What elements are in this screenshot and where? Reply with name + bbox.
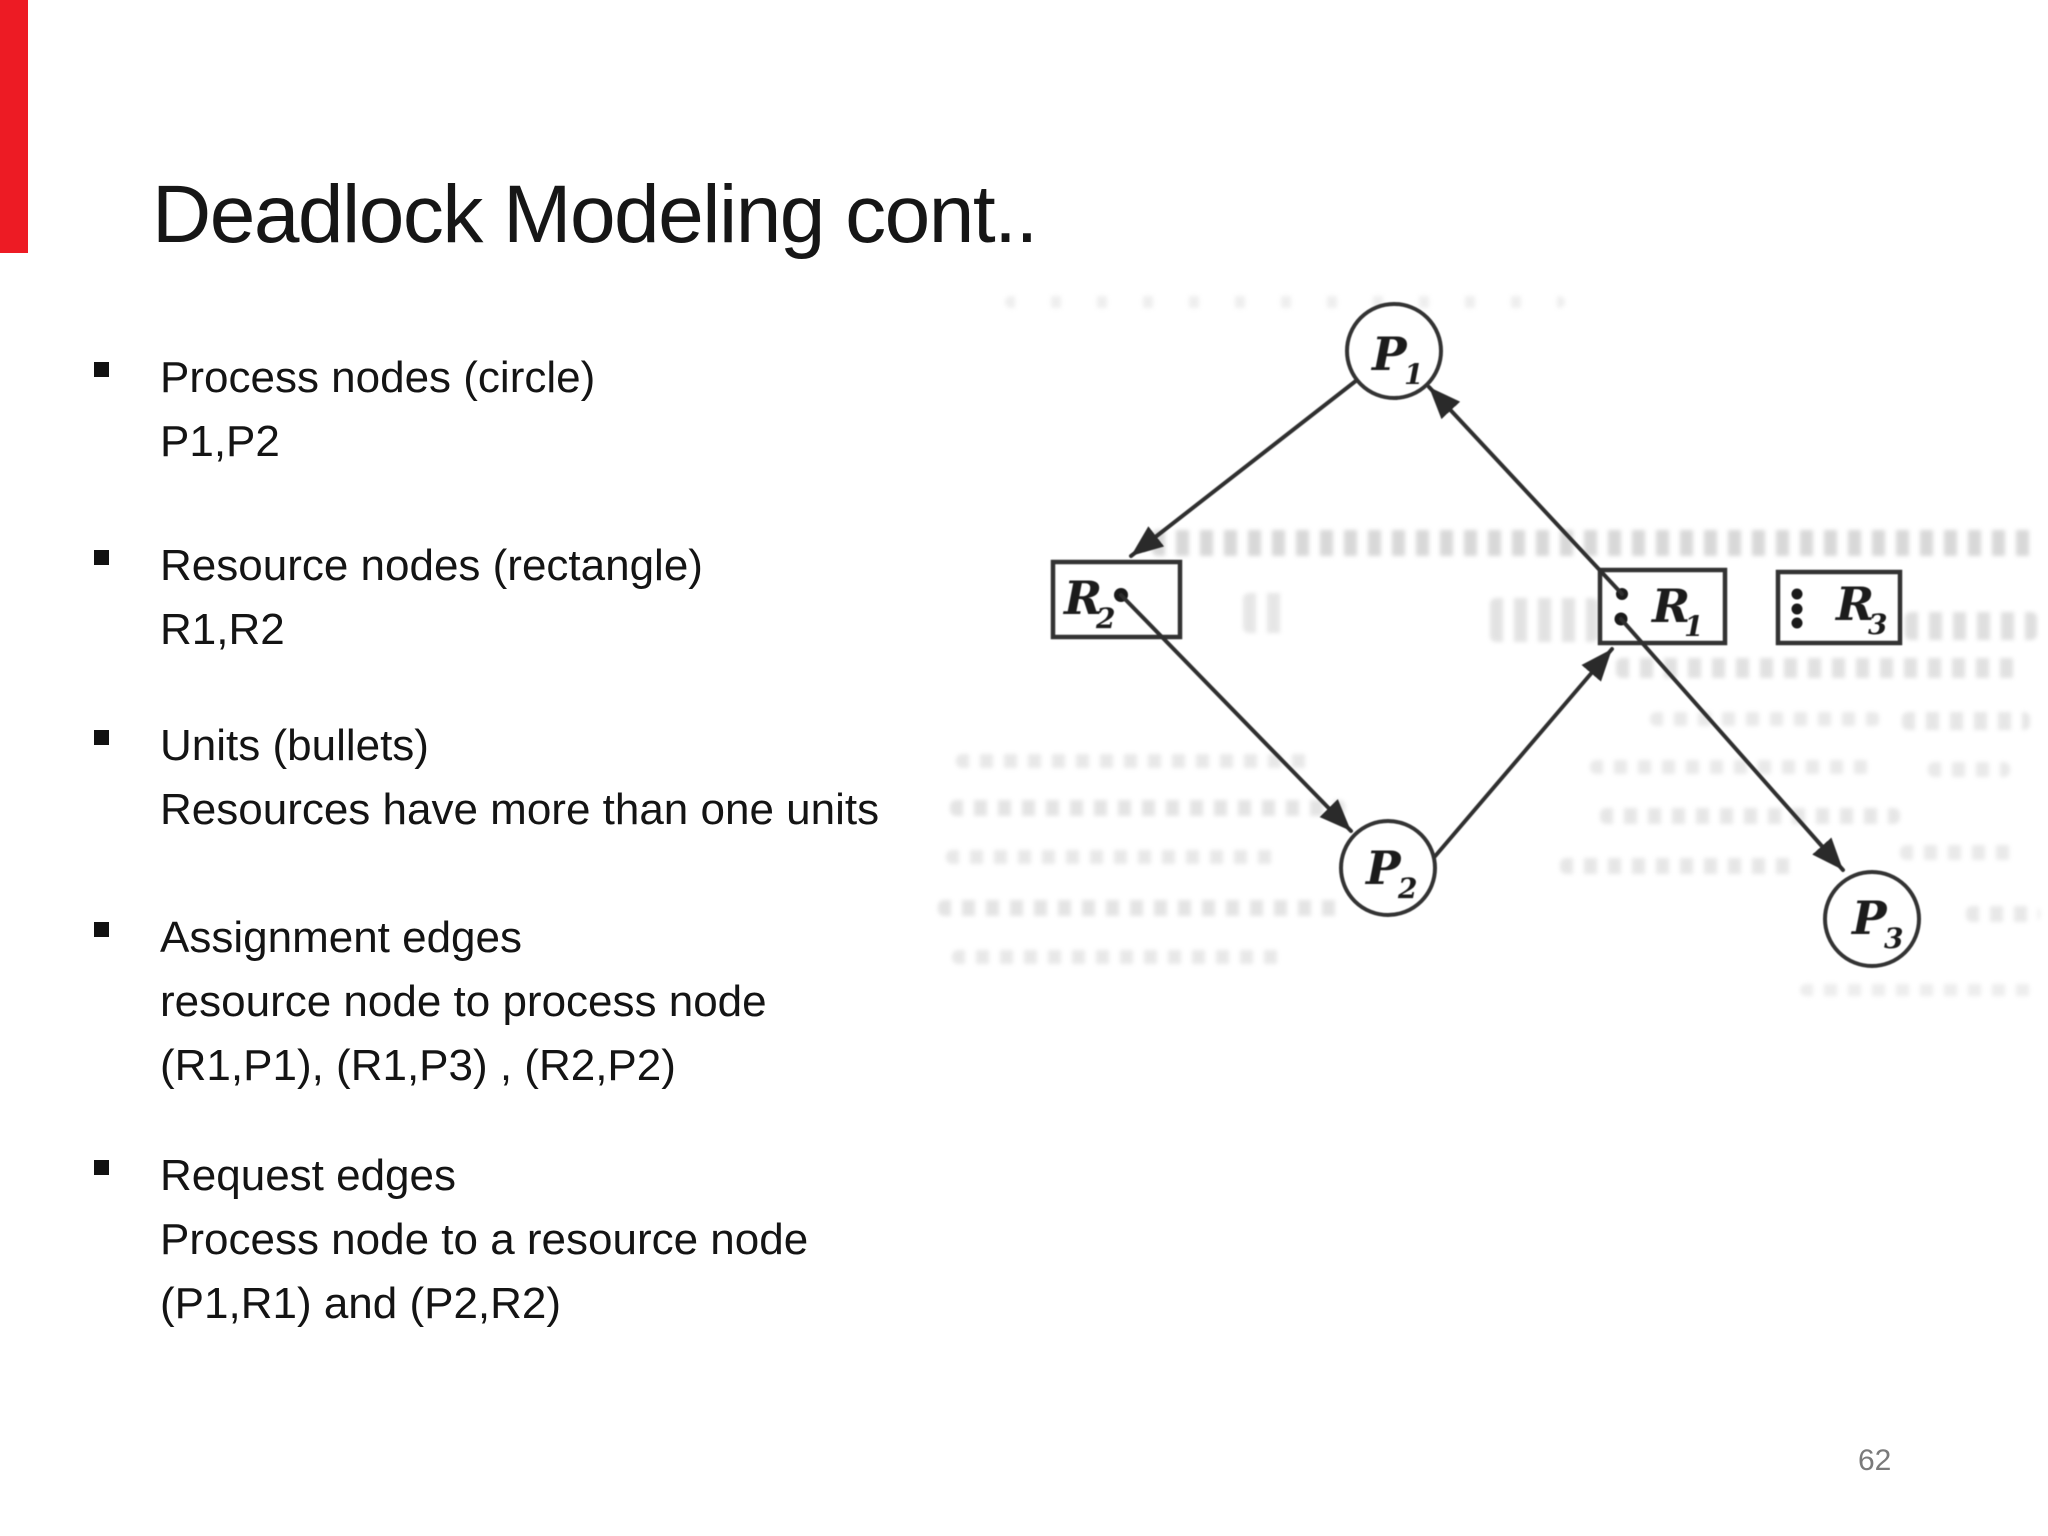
- bullet-line: Request edges: [160, 1151, 456, 1200]
- bullet-line: Units (bullets): [160, 721, 429, 770]
- bullet-square-icon: [94, 362, 109, 377]
- scan-artifact: [1902, 712, 2030, 730]
- page-title: Deadlock Modeling cont..: [152, 169, 1038, 260]
- node-r2-label: R: [1062, 571, 1102, 625]
- scan-artifact: [1152, 530, 2040, 556]
- bullet-item: Assignment edges resource node to proces…: [92, 906, 1012, 1098]
- scan-artifact: [1900, 845, 2020, 860]
- scan-artifact: [1966, 906, 2040, 922]
- node-r3-label: R: [1834, 577, 1874, 631]
- scan-artifact: [1600, 808, 1900, 824]
- bullet-line: Resource nodes (rectangle): [160, 541, 703, 590]
- unit-dot-r3-c: [1791, 617, 1803, 629]
- scan-artifact: [1005, 296, 1565, 308]
- bullet-line: Process node to a resource node: [160, 1215, 809, 1264]
- node-p2-circle: [1339, 819, 1437, 917]
- node-r1-sub: 1: [1684, 610, 1703, 643]
- scan-artifact: [956, 754, 1316, 768]
- edge-r1-p1: [1427, 385, 1624, 596]
- bullet-square-icon: [94, 550, 109, 565]
- scan-artifact: [946, 850, 1281, 864]
- bullet-item: Process nodes (circle) P1,P2: [92, 346, 1012, 474]
- unit-dot-r3-a: [1791, 588, 1803, 600]
- node-r1-label: R: [1650, 579, 1690, 633]
- bullet-line: R1,R2: [160, 605, 285, 654]
- edge-r2-p2: [1119, 593, 1353, 833]
- node-r2-sub: 2: [1095, 602, 1115, 635]
- node-p3-circle: [1823, 870, 1921, 968]
- scan-artifact: [938, 900, 1343, 916]
- node-p1-sub: 1: [1404, 358, 1423, 391]
- bullet-line: (P1,R1) and (P2,R2): [160, 1279, 562, 1328]
- bullet-item: Resource nodes (rectangle) R1,R2: [92, 534, 1012, 662]
- scan-artifact: [1616, 658, 2016, 678]
- scan-artifact: [1905, 612, 2037, 640]
- node-p2-label: P: [1364, 841, 1402, 895]
- bullet-item: Units (bullets) Resources have more than…: [92, 714, 1012, 842]
- bullet-line: P1,P2: [160, 417, 280, 466]
- scan-artifact: [1243, 593, 1288, 633]
- bullet-line: resource node to process node: [160, 977, 767, 1026]
- bullet-list: Process nodes (circle) P1,P2 Resource no…: [92, 346, 1012, 1336]
- edge-p1-r2: [1129, 378, 1359, 558]
- bullet-line: Resources have more than one units: [160, 785, 880, 834]
- bullet-item: Request edges Process node to a resource…: [92, 1144, 1012, 1336]
- scan-artifact: [1800, 984, 2040, 996]
- resource-allocation-graph: P 1 P 2 P 3 R 2 R 1 R 3: [1050, 302, 1921, 968]
- edge-p2-r1: [1429, 647, 1614, 863]
- scan-artifact: [1560, 858, 1800, 874]
- node-p2-sub: 2: [1397, 872, 1417, 905]
- node-r3-sub: 3: [1868, 608, 1887, 641]
- bullet-square-icon: [94, 730, 109, 745]
- unit-dot-r3-b: [1791, 603, 1803, 615]
- scan-artifact: [1928, 762, 2010, 777]
- node-p3-label: P: [1850, 891, 1888, 945]
- scan-artifact: [950, 800, 1345, 816]
- scan-artifact: [1590, 760, 1870, 774]
- node-p3-sub: 3: [1884, 922, 1903, 955]
- bullet-line: Process nodes (circle): [160, 353, 596, 402]
- node-p1-label: P: [1370, 327, 1408, 381]
- page-number: 62: [1858, 1444, 1892, 1477]
- red-accent-bar: [0, 0, 28, 253]
- scan-artifact: [1490, 598, 1598, 642]
- node-p1-circle: [1345, 302, 1443, 400]
- bullet-square-icon: [94, 922, 109, 937]
- bullet-line: Assignment edges: [160, 913, 522, 962]
- bullet-square-icon: [94, 1160, 109, 1175]
- edge-r1-p3: [1619, 617, 1845, 872]
- node-r1-box: [1597, 567, 1728, 646]
- bullet-line: (R1,P1), (R1,P3) , (R2,P2): [160, 1041, 676, 1090]
- scan-artifact: [952, 950, 1287, 964]
